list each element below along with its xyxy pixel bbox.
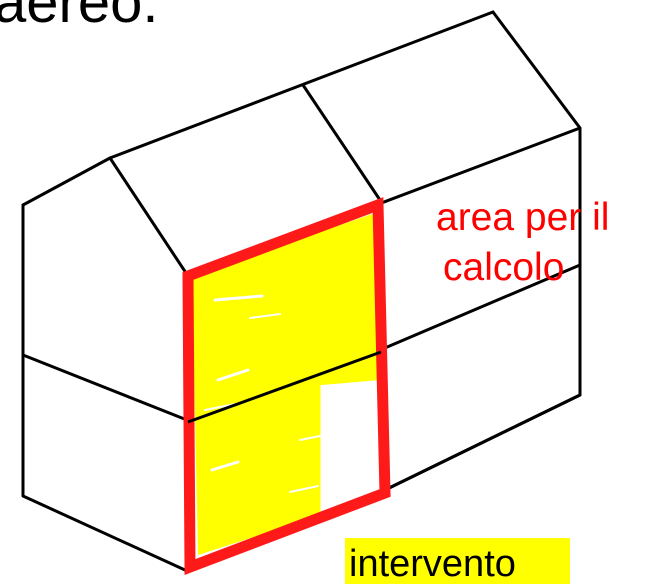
- roof-left-edge: [108, 156, 190, 278]
- roof-divider-1: [301, 83, 384, 205]
- bottom-edge-right: [383, 393, 582, 492]
- intervento-label: intervento: [345, 538, 570, 585]
- building-outline: [21, 10, 582, 572]
- highlighted-area-fill: [192, 212, 380, 555]
- calculation-area-frame: [182, 197, 391, 575]
- floor-line-left: [21, 353, 194, 424]
- left-end-wall: [21, 203, 187, 572]
- area-label-line-1: area per il: [436, 196, 609, 239]
- left-gable-slope-lower: [21, 156, 112, 207]
- area-label: area per il calcolo: [436, 196, 609, 289]
- intervento-label-background: [345, 538, 570, 584]
- heading-fragment: aereo.: [0, 0, 158, 35]
- intervento-label-text: intervento: [349, 543, 516, 585]
- area-label-line-2: calcolo: [443, 246, 564, 289]
- floor-line-right: [378, 263, 582, 352]
